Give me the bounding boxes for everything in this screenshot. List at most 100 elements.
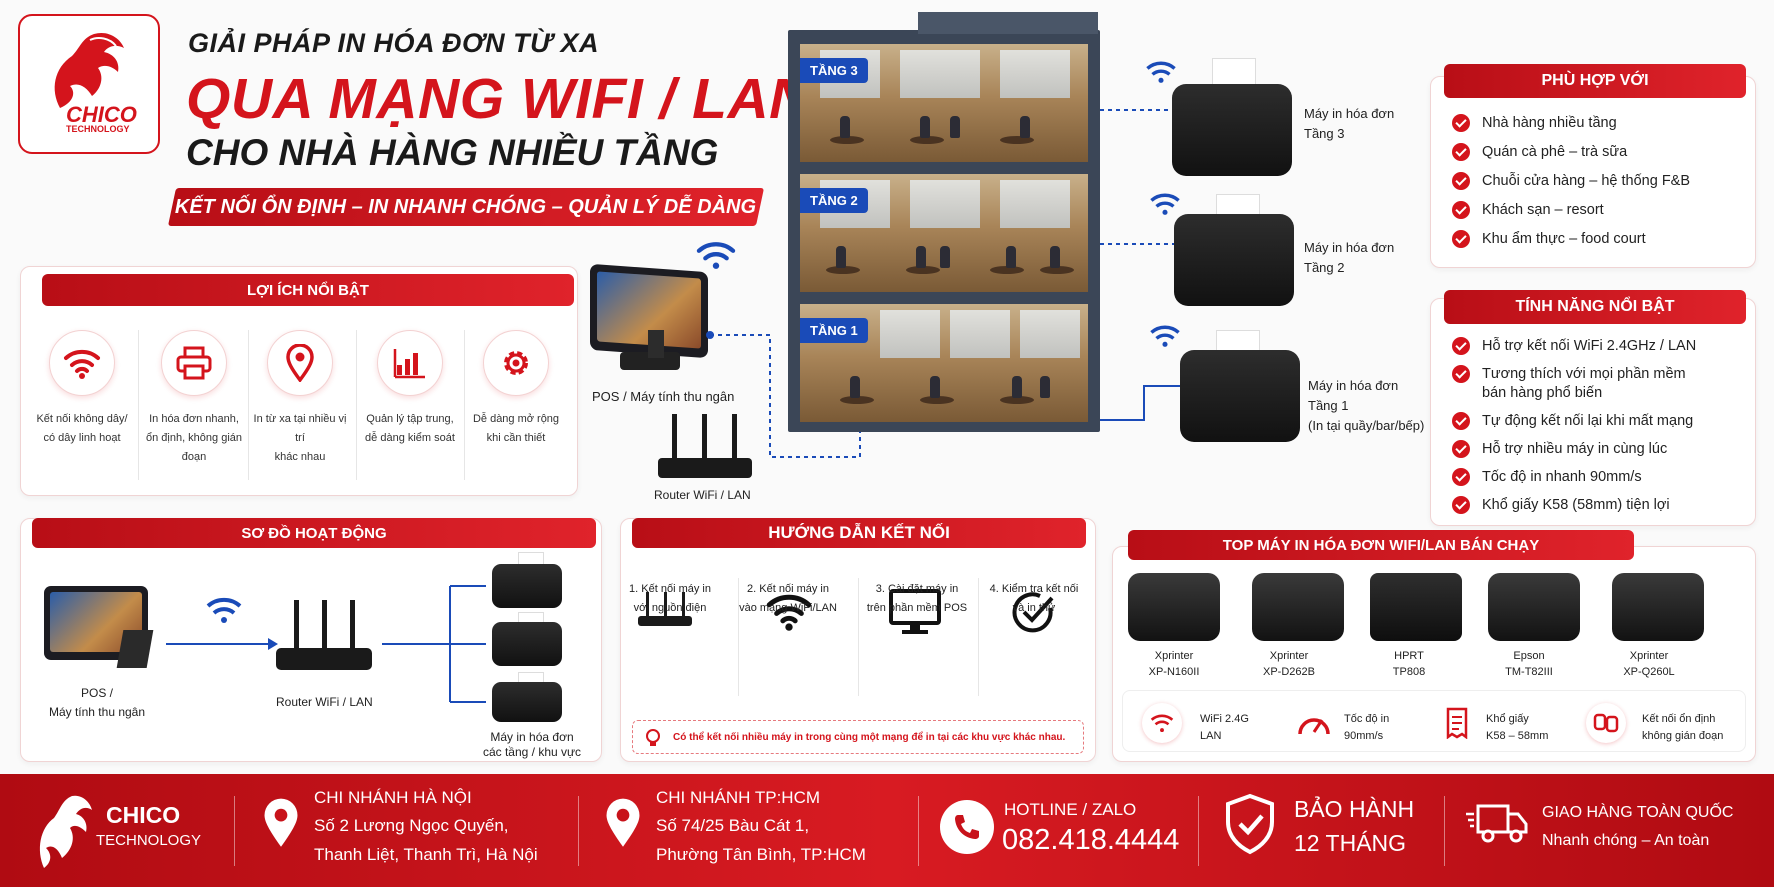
location-pin-icon: [606, 798, 640, 847]
pos-label: POS / Máy tính thu ngân: [592, 389, 735, 404]
network-connection-lines: [706, 331, 861, 458]
suitable-card: [1430, 76, 1756, 268]
guide-note: Có thể kết nối nhiều máy in trong cùng m…: [632, 720, 1084, 754]
router-label: Router WiFi / LAN: [654, 488, 751, 502]
product-image: [1370, 573, 1462, 641]
floor-tag-1: TẦNG 1: [800, 318, 868, 343]
headline-line3: CHO NHÀ HÀNG NHIỀU TẦNG: [186, 132, 719, 173]
suitable-item: Khách sạn – resort: [1452, 201, 1604, 219]
benefit-line1: In hóa đơn nhanh,: [149, 413, 239, 425]
guide-note-text: Có thể kết nối nhiều máy in trong cùng m…: [673, 731, 1066, 743]
building-illustration: TẦNG 3 TẦNG 2 TẦNG 1: [788, 12, 1100, 432]
router-icon: [638, 592, 692, 626]
horse-logo-icon: [54, 32, 125, 109]
warranty-line1: BẢO HÀNH: [1294, 796, 1415, 822]
footer-brand-sub: TECHNOLOGY: [96, 832, 202, 849]
wifi-icon: [1150, 325, 1180, 347]
wifi-icon: [1146, 61, 1176, 83]
benefit-line2: dễ dàng kiểm soát: [365, 432, 455, 444]
benefit-line2: khi cần thiết: [486, 432, 546, 444]
product-image: [1612, 573, 1704, 641]
brand-name: CHICO: [66, 102, 137, 127]
speedometer-icon: [1298, 718, 1330, 735]
benefit-item: In từ xa tại nhiều vị trí khác nhau: [248, 330, 352, 467]
diagram-title: SƠ ĐỒ HOẠT ĐỘNG: [32, 518, 596, 548]
wifi-icon: [1150, 193, 1180, 215]
headline-line2: QUA MẠNG WIFI / LAN: [186, 67, 811, 131]
check-icon: [1452, 468, 1470, 486]
receipt-icon: [1446, 707, 1468, 739]
diagram-printer: [492, 564, 562, 608]
diagram-printer: [492, 622, 562, 666]
printer-floor-1: [1180, 350, 1300, 442]
feature-item: Hỗ trợ kết nối WiFi 2.4GHz / LAN: [1452, 337, 1696, 355]
printer-floor-2: [1174, 214, 1294, 306]
hotline-number[interactable]: 082.418.4444: [1002, 824, 1180, 856]
floor-3: TẦNG 3: [800, 44, 1088, 162]
benefit-item: Quản lý tập trung,dễ dàng kiểm soát: [356, 330, 464, 448]
product-features-bar: [1122, 690, 1746, 752]
brand-sub: TECHNOLOGY: [66, 124, 130, 134]
printer-floor-3: [1172, 84, 1292, 176]
delivery-truck-icon: [1466, 804, 1528, 843]
floor-tag-2: TẦNG 2: [800, 188, 868, 213]
suitable-item: Khu ẩm thực – food court: [1452, 230, 1646, 248]
product-image: [1128, 573, 1220, 641]
feature-item: Hỗ trợ nhiều máy in cùng lúc: [1452, 440, 1667, 458]
check-icon: [1452, 440, 1470, 458]
floor-1: TẦNG 1: [800, 304, 1088, 422]
suitable-item: Chuỗi cửa hàng – hệ thống F&B: [1452, 172, 1690, 190]
suitable-item: Quán cà phê – trà sữa: [1452, 143, 1627, 161]
lightbulb-icon: [646, 729, 660, 746]
benefit-line2: có dây linh hoạt: [43, 432, 121, 444]
brand-logo: CHICO TECHNOLOGY: [18, 14, 160, 154]
wifi-icon: [206, 597, 242, 623]
check-icon: [1452, 337, 1470, 355]
delivery-line1: GIAO HÀNG TOÀN QUỐC: [1542, 804, 1734, 821]
printer-icon: [176, 346, 212, 380]
check-icon: [1452, 201, 1470, 219]
headline-line1: GIẢI PHÁP IN HÓA ĐƠN TỪ XA: [188, 28, 599, 58]
footer-hn-title: CHI NHÁNH HÀ NỘI: [314, 788, 472, 807]
diagram-router-label: Router WiFi / LAN: [276, 695, 373, 709]
benefit-item: In hóa đơn nhanh, ổn định, không gián đoạ…: [138, 330, 250, 467]
horse-logo-icon: [39, 795, 92, 868]
guide-title: HƯỚNG DẪN KẾT NỐI: [632, 518, 1086, 548]
feature-item-cont: bán hàng phổ biến: [1482, 385, 1603, 401]
shield-check-icon: [1226, 793, 1274, 855]
suitable-title: PHÙ HỢP VỚI: [1444, 64, 1746, 98]
check-icon: [1452, 143, 1470, 161]
floor-tag-3: TẦNG 3: [800, 58, 868, 83]
footer-hn-address1: Số 2 Lương Ngọc Quyến,: [314, 816, 509, 835]
monitor-icon: [889, 589, 941, 634]
footer-hcm-title: CHI NHÁNH TP:HCM: [656, 788, 821, 807]
check-icon: [1452, 114, 1470, 132]
warranty-line2: 12 THÁNG: [1294, 830, 1407, 856]
check-icon: [1452, 365, 1470, 383]
check-circle-icon: [1012, 592, 1054, 633]
benefit-line1: In từ xa tại nhiều vị trí: [253, 413, 347, 444]
check-icon: [1452, 496, 1470, 514]
product-image: [1488, 573, 1580, 641]
feature-item: Khổ giấy K58 (58mm) tiện lợi: [1452, 496, 1670, 514]
bar-chart-icon: [393, 349, 425, 379]
wifi-icon: [766, 594, 812, 631]
benefit-line2: khác nhau: [274, 451, 326, 463]
features-title: TÍNH NĂNG NỔI BẬT: [1444, 290, 1746, 324]
wifi-icon: [1150, 714, 1174, 733]
location-pin-icon: [286, 344, 314, 382]
benefit-line2: ổn định, không gián đoạn: [145, 432, 243, 463]
benefit-line1: Kết nối không dây/: [36, 413, 128, 425]
